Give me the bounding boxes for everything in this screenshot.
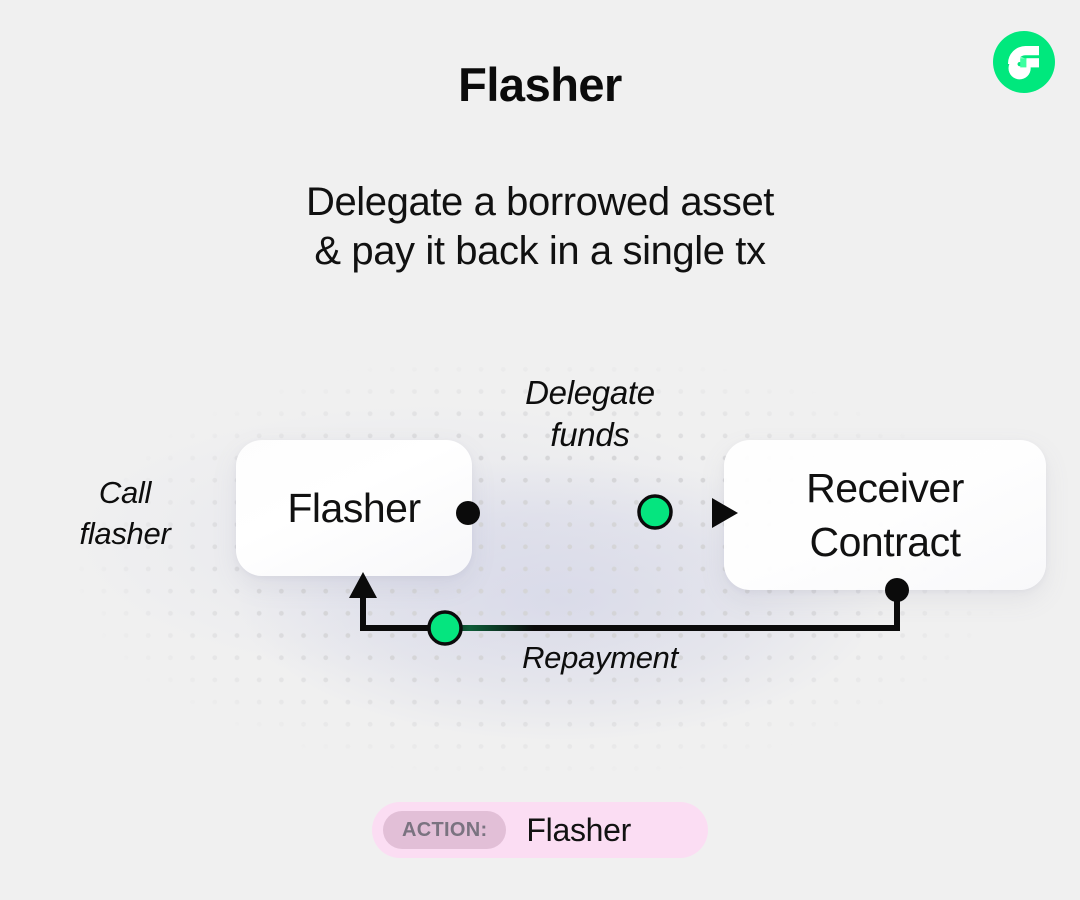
- edge-label-repayment: Repayment: [522, 640, 678, 675]
- flow-logo-icon: [993, 31, 1055, 93]
- node-flasher[interactable]: Flasher: [236, 440, 472, 576]
- flow-logo-glyph: [1008, 46, 1039, 80]
- action-value: Flasher: [526, 811, 632, 848]
- delegate-funds-line-2: funds: [550, 416, 630, 453]
- token-dot-delegate: [637, 494, 673, 530]
- page-subtitle: Delegate a borrowed asset & pay it back …: [0, 178, 1080, 276]
- node-receiver-contract-label: Receiver Contract: [806, 461, 964, 569]
- edge-label-call-flasher: Call flasher: [30, 472, 220, 554]
- edge-label-delegate-funds: Delegate funds: [440, 372, 740, 456]
- node-receiver-contract[interactable]: Receiver Contract: [724, 440, 1046, 590]
- delegate-funds-line-1: Delegate: [525, 374, 655, 411]
- subtitle-line-1: Delegate a borrowed asset: [305, 180, 775, 224]
- page-title: Flasher: [458, 58, 622, 111]
- edge-delegate-funds: [456, 494, 738, 530]
- node-flasher-label: Flasher: [287, 484, 421, 531]
- call-flasher-line-2: flasher: [79, 516, 171, 551]
- call-flasher-line-1: Call: [98, 475, 152, 510]
- receiver-label-line-1: Receiver: [806, 465, 964, 511]
- receiver-label-line-2: Contract: [809, 519, 961, 565]
- action-badge[interactable]: ACTION: Flasher: [372, 802, 708, 858]
- subtitle-line-2: & pay it back in a single tx: [314, 229, 766, 273]
- action-chip-label: ACTION:: [383, 811, 507, 849]
